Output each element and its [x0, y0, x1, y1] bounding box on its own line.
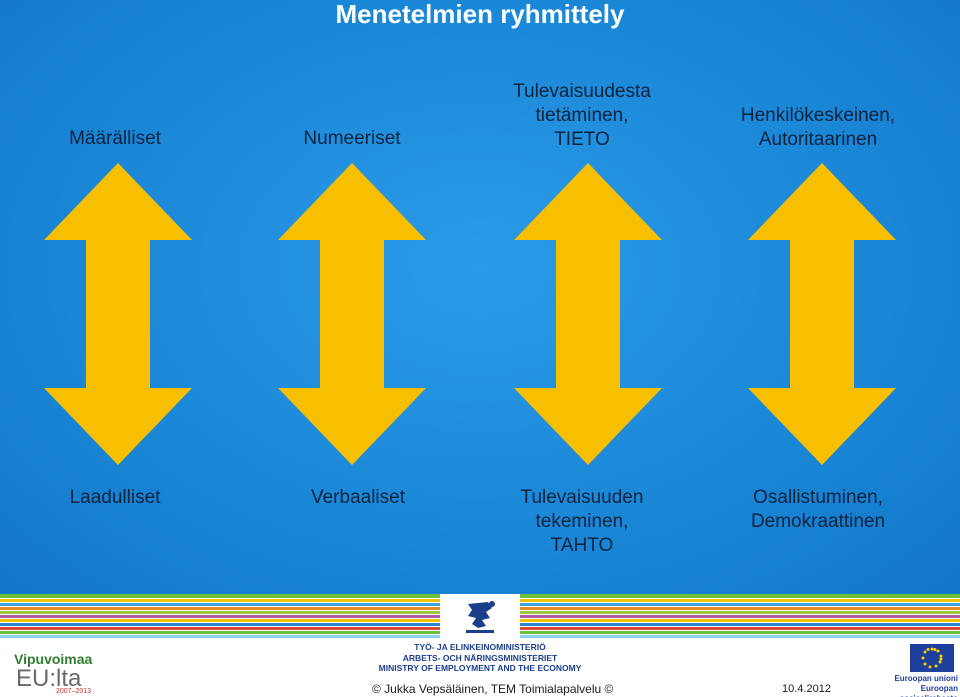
- ministry-line-sv: ARBETS- OCH NÄRINGSMINISTERIET: [402, 652, 558, 663]
- vipuvoimaa-logo: Vipuvoimaa EU:lta 2007–2013: [14, 651, 154, 695]
- date-text: 10.4.2012: [782, 683, 831, 695]
- bottom-label-2: Verbaaliset: [310, 487, 405, 508]
- top-label-2: Numeeriset: [303, 128, 401, 149]
- slide-title: Menetelmien ryhmittely: [335, 0, 625, 29]
- eu-flag-icon: [910, 644, 954, 672]
- double-arrow-3: [514, 163, 662, 465]
- footer-band: Vipuvoimaa EU:lta 2007–2013 TYÖ- JA ELIN…: [0, 594, 960, 697]
- copyright-text: © Jukka Vepsäläinen, TEM Toimialapalvelu…: [372, 682, 614, 696]
- logo-line1: Vipuvoimaa: [14, 651, 93, 667]
- logo-line2: EU:lta: [16, 665, 82, 692]
- double-arrow-4: [748, 163, 896, 465]
- slide-area: Menetelmien ryhmittely Määrälliset Numee…: [0, 0, 960, 594]
- ministry-line-en: MINISTRY OF EMPLOYMENT AND THE ECONOMY: [378, 663, 582, 673]
- double-arrow-1: [44, 163, 192, 465]
- eu-line-2: Euroopan sosiaalirahasto: [900, 684, 958, 697]
- ministry-name: TYÖ- JA ELINKEINOMINISTERIÖ ARBETS- OCH …: [370, 642, 590, 674]
- ministry-line-fi: TYÖ- JA ELINKEINOMINISTERIÖ: [414, 642, 546, 652]
- logo-years: 2007–2013: [56, 688, 92, 695]
- bottom-label-1: Laadulliset: [69, 487, 161, 508]
- eu-text: Euroopan unioni Euroopan sosiaalirahasto: [862, 674, 958, 697]
- double-arrow-2: [278, 163, 426, 465]
- bottom-label-3: Tulevaisuuden tekeminen, TAHTO: [520, 487, 644, 556]
- eu-line-1: Euroopan unioni: [894, 674, 958, 683]
- top-label-1: Määrälliset: [69, 128, 161, 149]
- lion-emblem-icon: [466, 601, 495, 633]
- bottom-label-4: Osallistuminen, Demokraattinen: [750, 487, 886, 532]
- top-label-4: Henkilökeskeinen, Autoritaarinen: [740, 105, 896, 150]
- double-arrows: [44, 163, 896, 465]
- top-label-3: Tulevaisuudesta tietäminen, TIETO: [513, 81, 651, 150]
